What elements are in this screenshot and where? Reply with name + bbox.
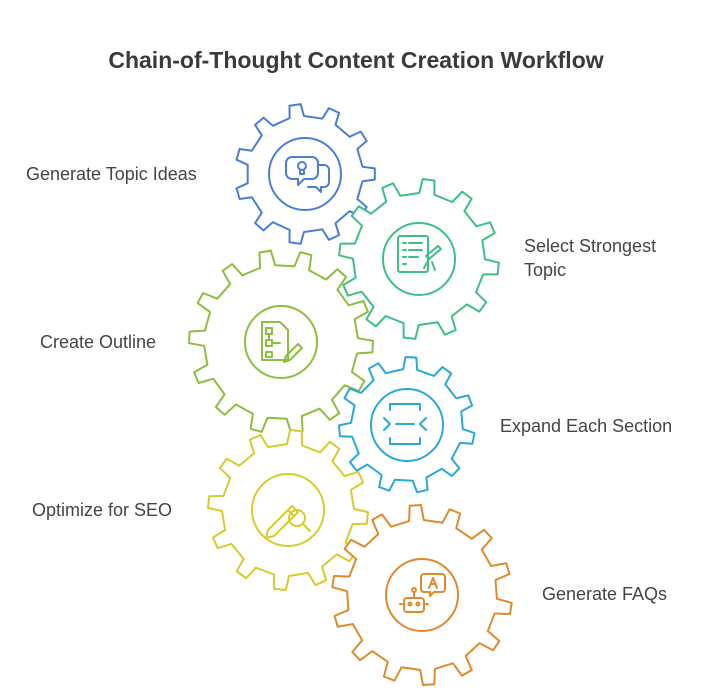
step-label-generate-topic-ideas: Generate Topic Ideas <box>26 164 197 184</box>
gear-generate-topic-ideas <box>235 103 376 245</box>
gear-select-strongest-topic <box>338 178 500 340</box>
gear-hub <box>385 558 459 632</box>
checklist-pen-icon <box>397 235 442 273</box>
gear-generate-faqs <box>331 504 513 686</box>
outline-document-icon <box>261 321 303 363</box>
chat-lightbulb-icon <box>285 156 330 193</box>
gear-hub <box>382 222 456 296</box>
step-label-expand-each-section: Expand Each Section <box>500 416 673 436</box>
robot-chat-icon <box>399 573 446 613</box>
expand-brackets-icon <box>383 403 427 445</box>
step-label-optimize-for-seo: Optimize for SEO <box>32 500 173 520</box>
gear-hub <box>244 305 318 379</box>
page-title: Chain-of-Thought Content Creation Workfl… <box>108 47 604 73</box>
pen-magnifier-icon <box>265 505 311 539</box>
step-label-generate-faqs: Generate FAQs <box>542 584 668 604</box>
step-label-create-outline: Create Outline <box>40 332 157 352</box>
step-label-select-strongest-topic: Select Strongest Topic <box>524 236 657 280</box>
gear-create-outline <box>188 249 374 435</box>
